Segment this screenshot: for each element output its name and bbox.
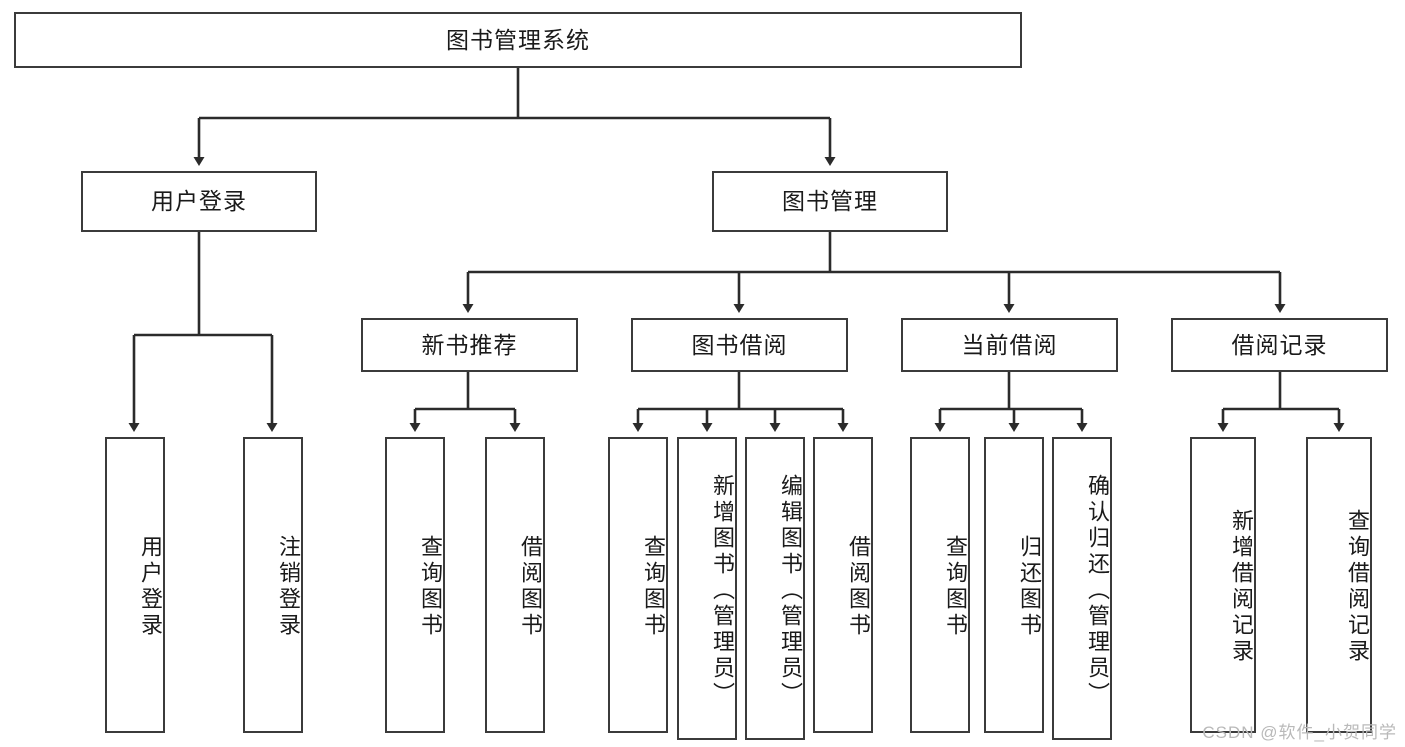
node-leaf-query-book-3[interactable]: 查询图书 [910,437,970,733]
node-book-manage[interactable]: 图书管理 [712,171,948,232]
node-new-book-rec-label: 新书推荐 [421,331,518,358]
node-leaf-query-record[interactable]: 查询借阅记录 [1306,437,1372,733]
node-user-login[interactable]: 用户登录 [81,171,317,232]
node-leaf-user-login-label: 用户登录 [138,535,163,639]
node-root[interactable]: 图书管理系统 [14,12,1022,68]
node-leaf-return-book[interactable]: 归还图书 [984,437,1044,733]
node-leaf-user-logout[interactable]: 注销登录 [243,437,303,733]
node-leaf-add-record[interactable]: 新增借阅记录 [1190,437,1256,733]
node-book-manage-label: 图书管理 [782,188,878,215]
node-leaf-add-book-label: 新增图书（管理员） [710,473,735,708]
node-leaf-borrow-book-1-label: 借阅图书 [518,535,543,639]
node-leaf-user-logout-label: 注销登录 [276,535,301,639]
node-leaf-query-record-label: 查询借阅记录 [1345,509,1370,665]
node-leaf-user-login[interactable]: 用户登录 [105,437,165,733]
node-leaf-query-book-3-label: 查询图书 [943,535,968,639]
node-leaf-borrow-book-1[interactable]: 借阅图书 [485,437,545,733]
node-book-borrow-label: 图书借阅 [691,331,788,358]
node-leaf-query-book-1[interactable]: 查询图书 [385,437,445,733]
node-leaf-query-book-1-label: 查询图书 [418,535,443,639]
node-leaf-confirm-return[interactable]: 确认归还（管理员） [1052,437,1112,740]
node-leaf-add-record-label: 新增借阅记录 [1229,509,1254,665]
node-leaf-borrow-book-2[interactable]: 借阅图书 [813,437,873,733]
node-borrow-record[interactable]: 借阅记录 [1171,318,1388,372]
node-leaf-add-book[interactable]: 新增图书（管理员） [677,437,737,740]
node-leaf-query-book-2-label: 查询图书 [641,535,666,639]
node-leaf-edit-book[interactable]: 编辑图书（管理员） [745,437,805,740]
node-borrow-record-label: 借阅记录 [1231,331,1328,358]
node-root-label: 图书管理系统 [446,26,590,53]
node-current-borrow[interactable]: 当前借阅 [901,318,1118,372]
node-leaf-query-book-2[interactable]: 查询图书 [608,437,668,733]
node-new-book-rec[interactable]: 新书推荐 [361,318,578,372]
node-leaf-edit-book-label: 编辑图书（管理员） [778,473,803,708]
node-current-borrow-label: 当前借阅 [961,331,1058,358]
node-book-borrow[interactable]: 图书借阅 [631,318,848,372]
node-leaf-confirm-return-label: 确认归还（管理员） [1085,473,1110,708]
node-user-login-label: 用户登录 [151,188,247,215]
node-leaf-return-book-label: 归还图书 [1017,535,1042,639]
node-leaf-borrow-book-2-label: 借阅图书 [846,535,871,639]
